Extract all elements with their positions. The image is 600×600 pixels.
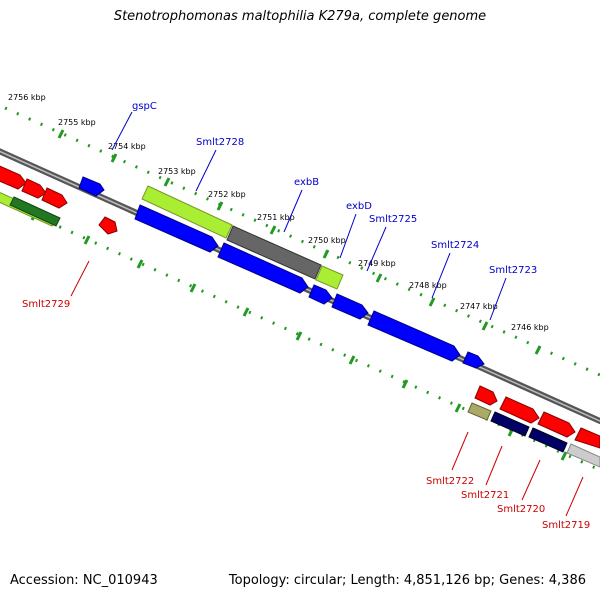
gene-label-smlt2728: Smlt2728 [196,137,244,148]
lower-label-leaders [70,260,584,517]
gene-label-smlt2719: Smlt2719 [542,520,590,531]
feature-khaki-smlt2722[interactable] [467,402,492,421]
feature-red-right-3[interactable] [537,411,576,438]
gene-label-smlt2722: Smlt2722 [426,476,474,487]
feature-blue-5[interactable] [367,310,461,362]
gene-label-smlt2723: Smlt2723 [489,265,537,276]
feature-red-right-4[interactable] [574,427,600,449]
gene-label-gspC: gspC [132,101,157,112]
feature-blue-3[interactable] [308,284,333,305]
gene-label-exbD: exbD [346,201,372,212]
map-title: Stenotrophomonas maltophilia K279a, comp… [113,9,487,24]
feature-red-left-2[interactable] [21,178,47,199]
feature-blue-gspC[interactable] [78,176,105,197]
outer-tick-ring [4,106,600,377]
feature-navy-smlt2720[interactable] [528,427,568,453]
gene-label-smlt2729: Smlt2729 [22,299,70,310]
feature-red-right-2[interactable] [499,396,540,424]
upper-label-leaders [111,111,507,321]
kbp-tick-label: 2748 kbp [409,281,447,290]
feature-red-left-3[interactable] [41,187,68,209]
feature-blue-2[interactable] [217,242,309,294]
feature-navy-smlt2721[interactable] [490,411,530,437]
gene-label-smlt2724: Smlt2724 [431,240,479,251]
accession-text: Accession: NC_010943 [10,573,158,588]
gene-label-smlt2720: Smlt2720 [497,504,545,515]
gene-label-smlt2721: Smlt2721 [461,490,509,501]
kbp-tick-label: 2747 kbp [460,302,498,311]
feature-darkgreen-left[interactable] [9,196,61,227]
kbp-tick-label: 2752 kbp [208,190,246,199]
gene-label-smlt2725: Smlt2725 [369,214,417,225]
inner-major-ticks [30,211,568,461]
feature-lime-smlt2728[interactable] [141,185,233,239]
feature-lightgray-smlt2719[interactable] [566,443,600,468]
genome-summary-text: Topology: circular; Length: 4,851,126 bp… [228,573,586,588]
kbp-tick-label: 2754 kbp [108,142,146,151]
gene-label-exbB: exbB [294,177,319,188]
feature-red-right-1[interactable] [474,385,498,406]
kbp-tick-label: 2756 kbp [8,93,46,102]
kbp-tick-label: 2750 kbp [308,236,346,245]
kbp-tick-label: 2755 kbp [58,118,96,127]
outer-major-ticks [57,129,542,355]
feature-red-left-1[interactable] [0,164,27,190]
feature-blue-1[interactable] [134,204,219,253]
kbp-tick-label: 2753 kbp [158,167,196,176]
kbp-tick-label: 2746 kbp [511,323,549,332]
feature-blue-6[interactable] [462,351,485,369]
feature-red-smlt2729[interactable] [98,216,118,235]
kbp-tick-label: 2749 kbp [358,259,396,268]
feature-lime-exbD[interactable] [315,265,344,290]
feature-blue-4[interactable] [331,293,369,320]
kbp-tick-label: 2751 kbp [257,213,295,222]
feature-gray-exbB[interactable] [226,225,322,280]
